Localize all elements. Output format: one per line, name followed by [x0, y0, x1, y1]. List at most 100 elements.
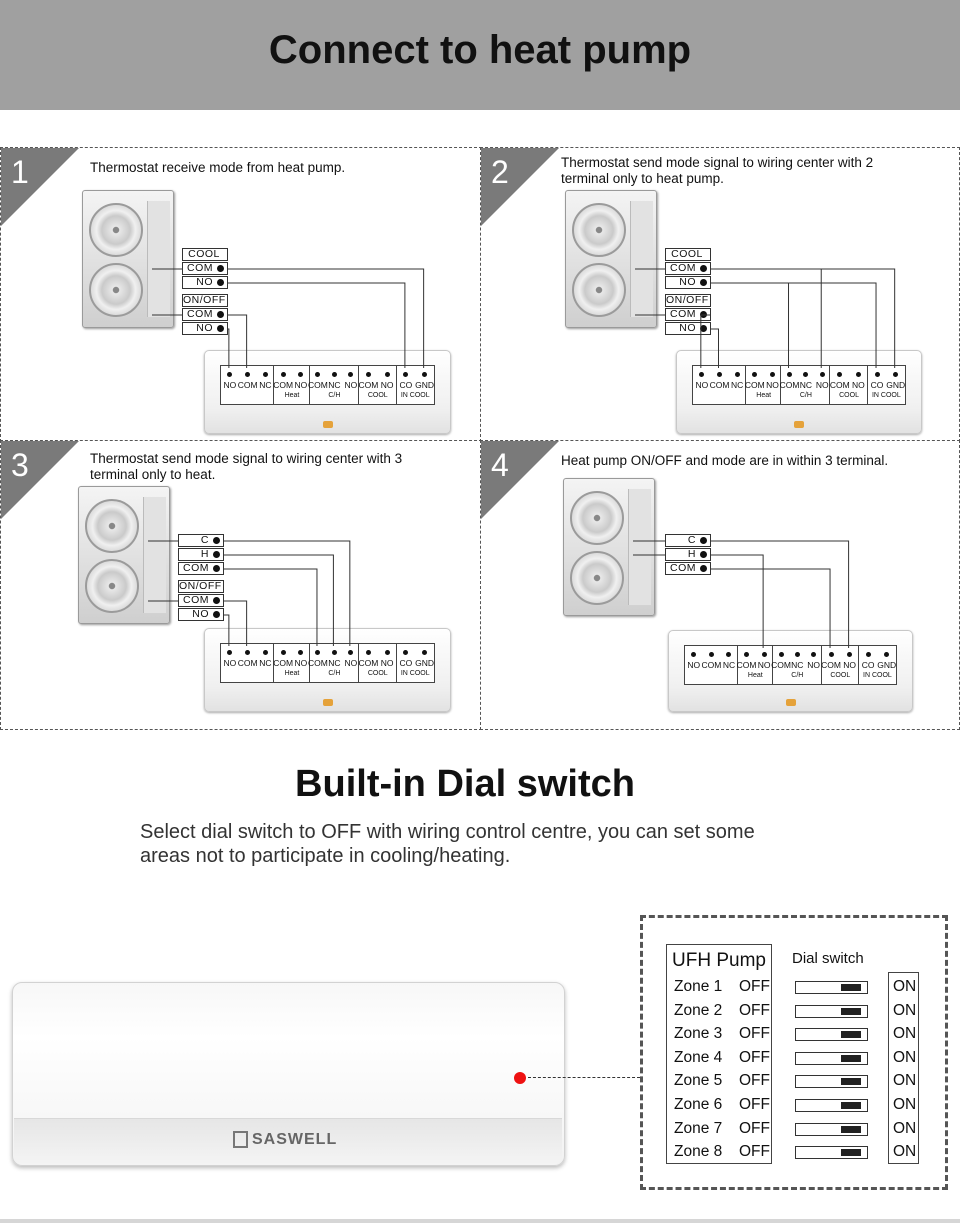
wire [224, 568, 318, 646]
description-line: Select dial switch to OFF with wiring co… [140, 821, 755, 843]
dial-switch-toggle[interactable] [795, 1028, 868, 1042]
terminal-label: NO [178, 608, 224, 621]
terminal-group-label: C/H [328, 670, 341, 677]
terminal-label-text: ON/OFF [666, 294, 709, 306]
terminal-name: COM [701, 660, 722, 670]
terminal-name: NC [799, 380, 812, 390]
terminal-name: COM [273, 380, 294, 390]
saswell-logo-icon [233, 1131, 248, 1148]
zone-on-label: ON [893, 978, 917, 995]
terminal-name: COM [744, 380, 765, 390]
caption-line: terminal only to heat. [90, 467, 216, 482]
terminal-group-label: C/H [791, 672, 804, 679]
wire [228, 314, 248, 368]
section-description: Select dial switch to OFF with wiring co… [140, 820, 860, 868]
zone-on-label: ON [893, 1001, 917, 1019]
terminal-screw [828, 652, 834, 657]
terminal-screw [245, 372, 251, 377]
caption-line: Thermostat receive mode from heat pump. [90, 160, 346, 175]
terminal-dot [700, 265, 707, 272]
caption-line: Thermostat send mode signal to wiring ce… [561, 155, 874, 170]
terminal-name: NO [852, 380, 865, 390]
terminal-screw [298, 372, 304, 377]
dial-switch-knob [841, 1031, 861, 1039]
terminal-name: COM [308, 658, 328, 668]
panel-caption: Thermostat send mode signal to wiring ce… [90, 451, 402, 483]
wire [228, 282, 406, 368]
terminal-screw [865, 652, 871, 657]
dial-switch-toggle[interactable] [795, 981, 868, 994]
fan-icon [570, 491, 624, 545]
terminal-screw [847, 652, 853, 657]
terminal-dot [700, 279, 707, 286]
terminal-dot [213, 565, 220, 572]
terminal-group-label: IN COOL [400, 670, 430, 677]
zone-off-label: OFF [739, 1048, 770, 1066]
terminal-name: NO [344, 380, 358, 390]
heat-pump-outdoor-unit [82, 190, 174, 328]
terminal-screw [331, 372, 337, 377]
dial-switch-title: Dial switch [792, 950, 864, 967]
terminal-label: NO [665, 276, 711, 289]
device-logo-text: SASWELL [252, 1131, 338, 1148]
zone-on-label: ON [893, 1072, 917, 1090]
terminal-screw [761, 652, 767, 657]
terminal-name: COM [709, 380, 730, 390]
dial-switch-toggle[interactable] [795, 1122, 868, 1136]
bottom-divider [0, 1219, 960, 1223]
terminal-group-label: COOL [839, 392, 859, 399]
terminal-name: COM [273, 658, 294, 668]
wire [228, 268, 425, 368]
zone-label: Zone 3 [674, 1025, 723, 1043]
zone-on-label: ON [893, 1096, 917, 1113]
dial-switch-toggle[interactable] [795, 1051, 868, 1065]
terminal-screw [331, 650, 337, 655]
terminal-screw [734, 372, 740, 377]
terminal-screw [262, 372, 268, 377]
dial-switch-toggle[interactable] [795, 1146, 868, 1160]
dial-switch-knob [841, 1078, 861, 1086]
dial-switch-toggle[interactable] [795, 1075, 868, 1089]
wire [711, 282, 790, 368]
terminal-label: C [178, 534, 224, 547]
terminal-screw [787, 372, 792, 377]
terminal-screw [422, 372, 428, 377]
heat-pump-side-panel [147, 201, 170, 317]
terminal-dot [213, 551, 220, 558]
dial-switch-toggle[interactable] [795, 1004, 868, 1018]
terminal-name: COM [358, 658, 379, 668]
terminal-name: COM [779, 380, 800, 390]
terminal-group-label: Heat [756, 392, 772, 399]
terminal-name: COM [829, 380, 850, 390]
terminal-label: COM [182, 308, 228, 321]
terminal-name: NC [259, 658, 272, 668]
wire [700, 314, 711, 368]
terminal-screw [403, 372, 409, 377]
dial-switch-knob [841, 1125, 861, 1133]
dial-switch-toggle[interactable] [795, 1099, 868, 1112]
terminal-screw [794, 652, 800, 657]
terminal-name: COM [771, 660, 791, 670]
zone-on-label: ON [893, 1025, 917, 1043]
terminal-screw [884, 652, 890, 657]
fan-icon [572, 203, 626, 257]
terminal-dot [213, 611, 220, 618]
callout-leader-line [528, 1077, 640, 1078]
ufh-pump-title: UFH Pump [672, 950, 766, 971]
fan-icon [89, 203, 143, 257]
zone-off-label: OFF [739, 1119, 770, 1137]
panel-caption: Heat pump ON/OFF and mode are in within … [561, 453, 888, 469]
terminal-screw [855, 372, 861, 377]
terminal-name: CO [399, 380, 413, 390]
zone-on-label: ON [893, 1048, 917, 1066]
caption-line: Heat pump ON/OFF and mode are in within … [561, 453, 889, 468]
terminal-label-text: COM [670, 562, 696, 574]
